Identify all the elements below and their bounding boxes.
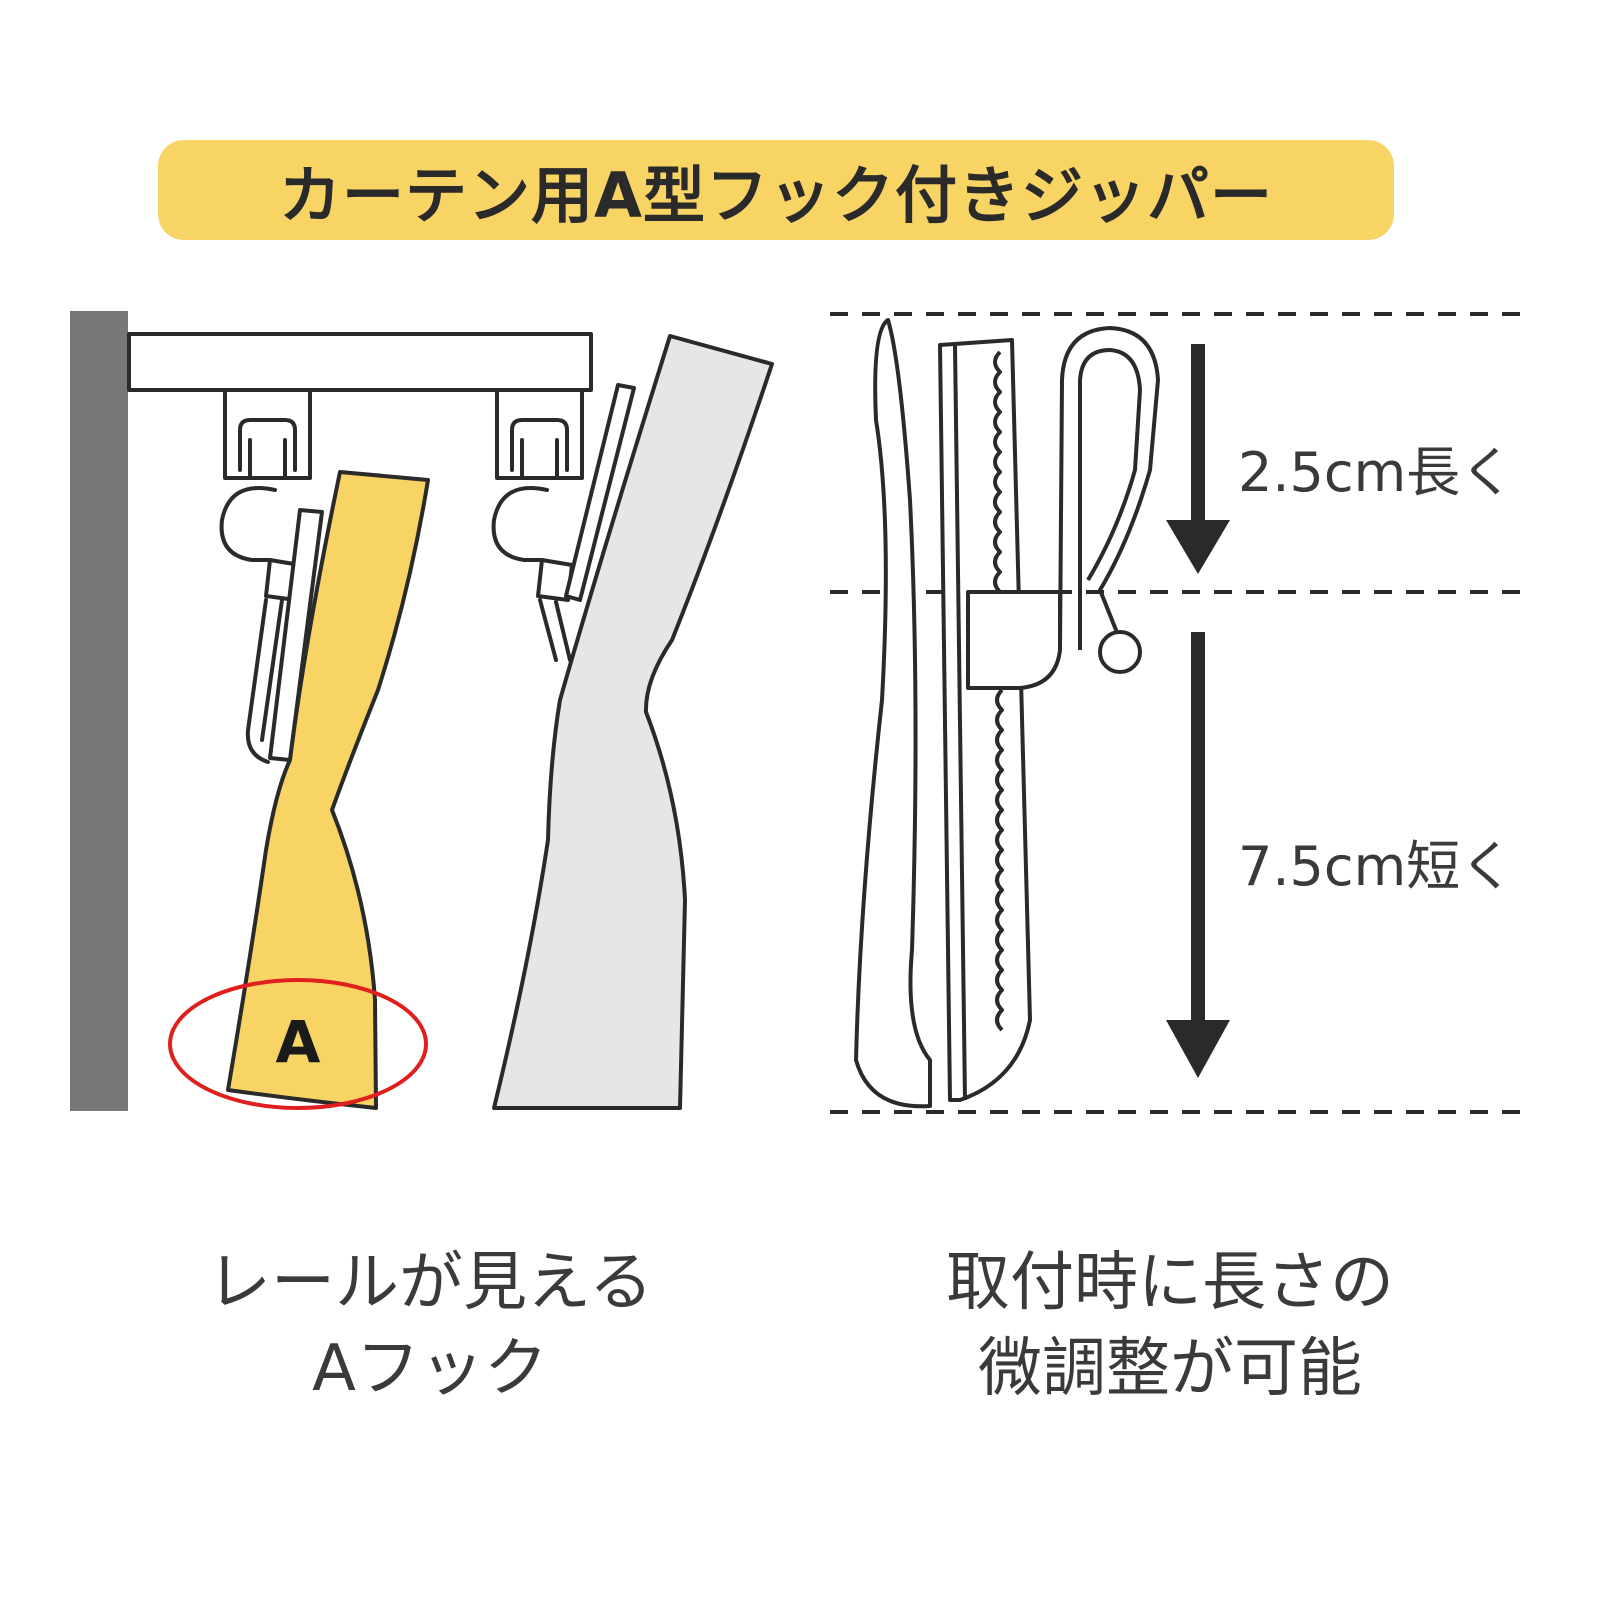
wall	[70, 311, 128, 1111]
lengthen-arrow	[1166, 344, 1230, 574]
dashed-guides	[830, 312, 1532, 1114]
a-highlight-ring	[168, 978, 428, 1110]
left-caption-line: Aフック	[312, 1332, 548, 1406]
curtain-gray	[492, 334, 774, 1110]
right-caption-line: 取付時に長さの	[946, 1246, 1394, 1320]
curtain-yellow	[226, 470, 430, 1110]
left-caption: レールが見える Aフック	[130, 1240, 730, 1412]
title-banner: カーテン用A型フック付きジッパー	[158, 140, 1394, 240]
right-caption-line: 微調整が可能	[978, 1332, 1362, 1406]
shorten-arrow	[1166, 632, 1230, 1078]
curtain-rail-illustration	[70, 311, 774, 1111]
shorten-label: 7.5cm短く	[1238, 835, 1515, 898]
curtain-rail	[127, 332, 593, 392]
a-marker-label: A	[276, 1008, 321, 1076]
a-hook	[491, 383, 636, 662]
right-caption: 取付時に長さの 微調整が可能	[860, 1240, 1480, 1412]
left-caption-line: レールが見える	[206, 1246, 654, 1320]
zipper-hook-illustration	[854, 318, 1160, 1109]
rail-runner	[223, 388, 312, 480]
rail-runner	[495, 388, 584, 480]
diagram-title: カーテン用A型フック付きジッパー	[279, 159, 1273, 232]
lengthen-label: 2.5cm長く	[1238, 441, 1515, 504]
a-hook	[219, 486, 324, 764]
